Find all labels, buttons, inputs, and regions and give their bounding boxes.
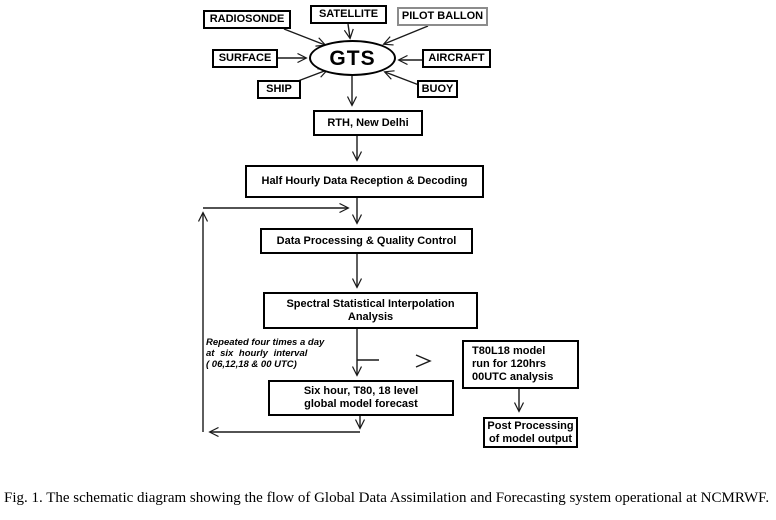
- arrow-pilot-ballon-to-gts: [384, 25, 429, 44]
- radiosonde-label: RADIOSONDE: [209, 13, 285, 25]
- rth-box: RTH, New Delhi: [313, 110, 423, 136]
- analysis-label-line2: Analysis: [347, 310, 394, 323]
- arrow-satellite-to-gts: [348, 23, 350, 38]
- repeat-cycle-note-line2: at six hourly interval: [206, 348, 308, 359]
- repeat-cycle-note-line1: Repeated four times a day: [206, 337, 325, 348]
- surface-label: SURFACE: [218, 52, 272, 64]
- forecast-box: Six hour, T80, 18 level global model for…: [268, 380, 454, 416]
- processing-box: Data Processing & Quality Control: [260, 228, 473, 254]
- gts-label: GTS: [329, 46, 376, 70]
- radiosonde-box: RADIOSONDE: [203, 10, 291, 29]
- satellite-box: SATELLITE: [310, 5, 387, 24]
- gts-hub-ellipse: GTS: [309, 40, 396, 76]
- post-processing-box: Post Processing of model output: [483, 417, 578, 448]
- buoy-box: BUOY: [417, 80, 458, 98]
- reception-box: Half Hourly Data Reception & Decoding: [245, 165, 484, 198]
- repeat-cycle-note: Repeated four times a day at six hourly …: [206, 337, 336, 370]
- arrow-radiosonde-to-gts: [283, 28, 325, 45]
- figure-caption: Fig. 1. The schematic diagram showing th…: [4, 490, 770, 506]
- buoy-label: BUOY: [421, 82, 454, 95]
- rth-label: RTH, New Delhi: [327, 116, 409, 129]
- repeat-cycle-note-line3: ( 06,12,18 & 00 UTC): [206, 359, 297, 370]
- pilot-ballon-label: PILOT BALLON: [401, 10, 484, 22]
- processing-label: Data Processing & Quality Control: [276, 234, 457, 247]
- post-processing-label-line1: Post Processing: [487, 419, 574, 432]
- arrow-ship-to-gts: [297, 70, 327, 82]
- aircraft-label: AIRCRAFT: [428, 52, 485, 64]
- analysis-label-line1: Spectral Statistical Interpolation: [286, 297, 455, 310]
- model-run-label-line1: T80L18 model: [472, 345, 546, 357]
- model-run-box: T80L18 model run for 120hrs 00UTC analys…: [462, 340, 579, 389]
- ship-box: SHIP: [257, 80, 301, 99]
- model-run-label-line3: 00UTC analysis: [472, 371, 554, 383]
- chevron-to-model-run: [415, 354, 432, 368]
- arrow-buoy-to-gts: [385, 72, 420, 86]
- pilot-ballon-box: PILOT BALLON: [397, 7, 488, 26]
- reception-label: Half Hourly Data Reception & Decoding: [261, 175, 468, 187]
- ship-label: SHIP: [266, 83, 292, 95]
- model-run-label-line2: run for 120hrs: [472, 358, 546, 370]
- forecast-label-line2: global model forecast: [304, 398, 418, 410]
- forecast-label-line1: Six hour, T80, 18 level: [303, 385, 419, 397]
- aircraft-box: AIRCRAFT: [422, 49, 491, 68]
- post-processing-label-line2: of model output: [488, 432, 573, 445]
- analysis-box: Spectral Statistical Interpolation Analy…: [263, 292, 478, 329]
- satellite-label: SATELLITE: [318, 8, 379, 20]
- surface-box: SURFACE: [212, 49, 278, 68]
